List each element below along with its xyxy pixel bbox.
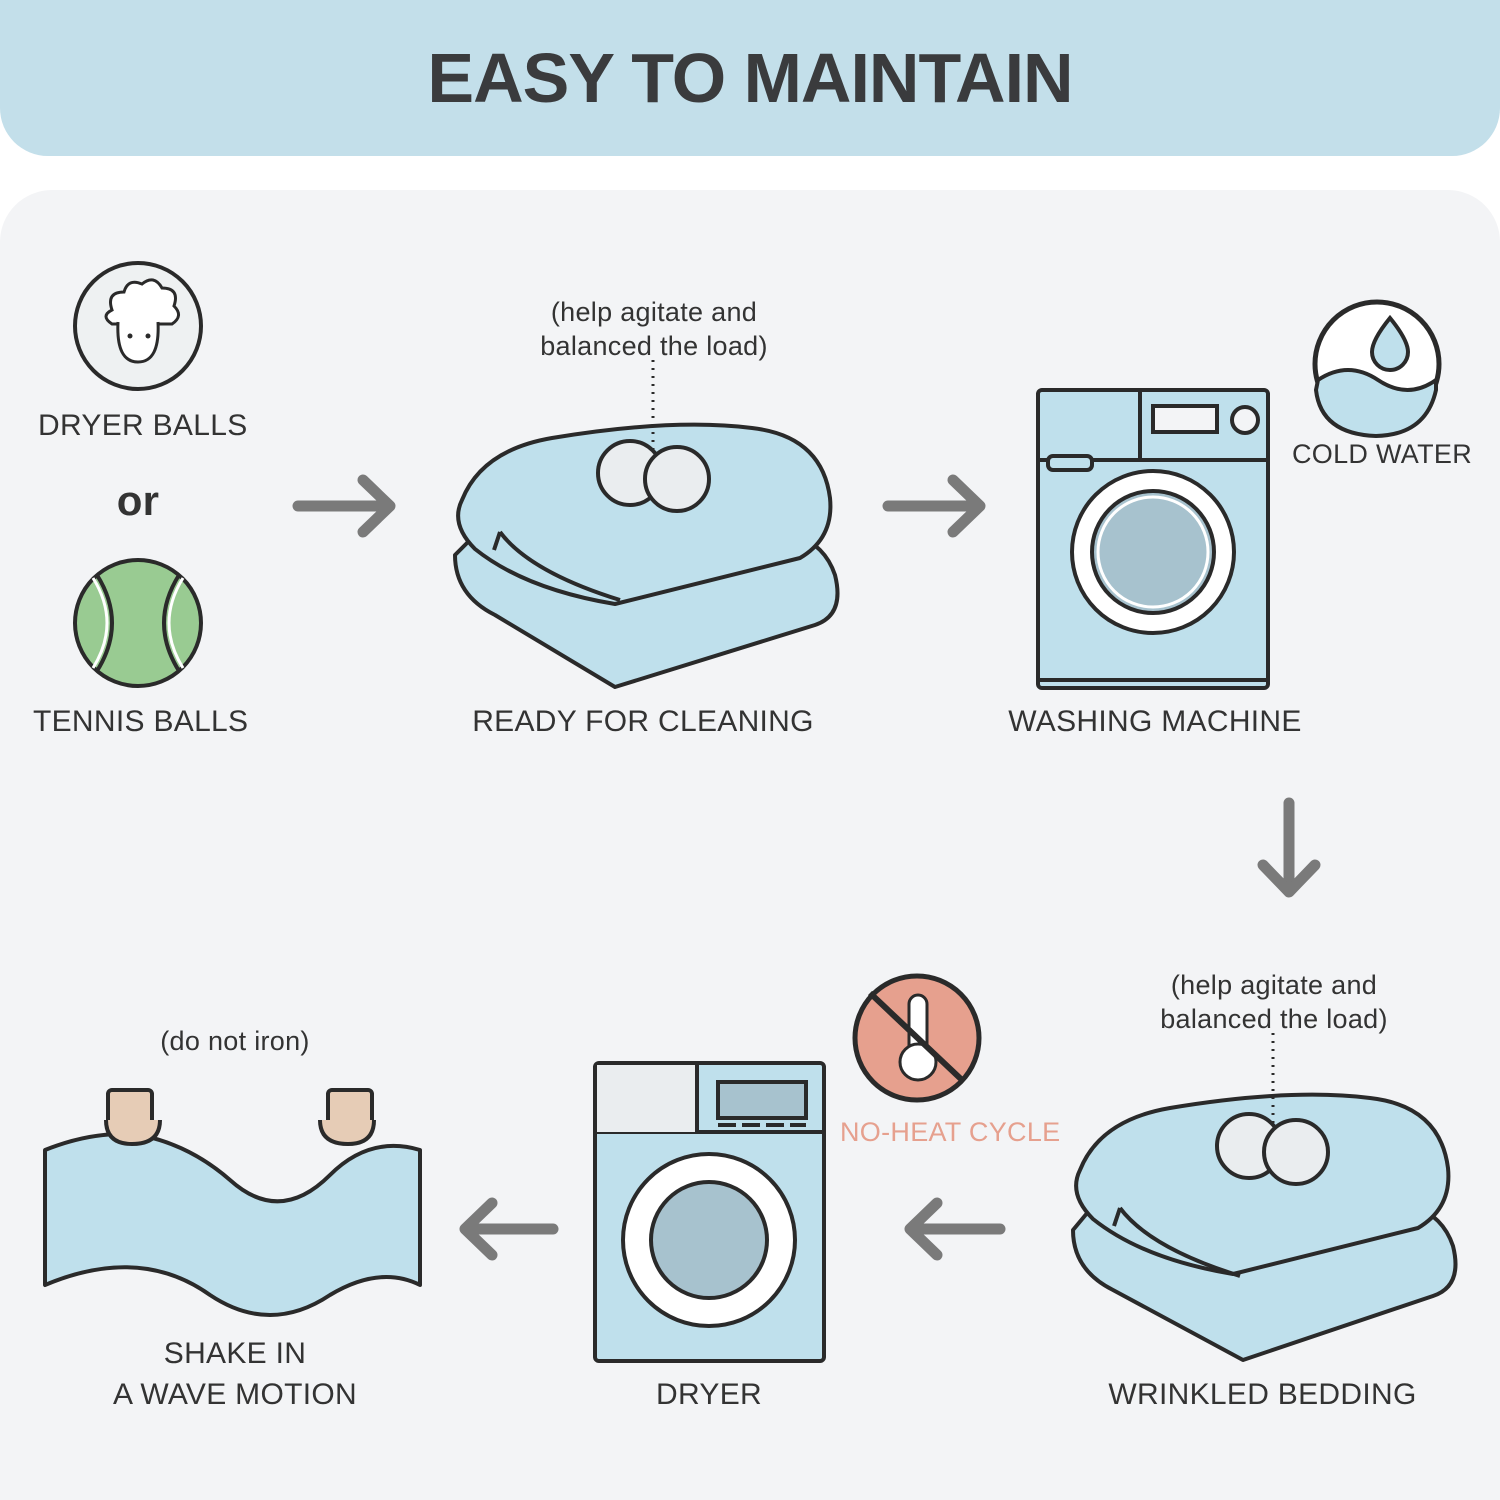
folded-blanket-icon (453, 360, 840, 689)
wrinkled-note-line2: balanced the load) (1160, 1004, 1388, 1034)
tennis-ball-icon (73, 558, 203, 688)
no-heat-cycle-label: NO-HEAT CYCLE (840, 1117, 1061, 1147)
washing-machine-label: WASHING MACHINE (1008, 705, 1302, 738)
arrow-down (1257, 797, 1321, 898)
iron-note-label: (do not iron) (160, 1026, 310, 1056)
ready-for-cleaning-label: READY FOR CLEANING (472, 705, 814, 738)
wrinkled-note-line1: (help agitate and (1170, 970, 1378, 1000)
arrow-right-2 (882, 474, 986, 538)
arrow-left-2 (459, 1197, 559, 1261)
arrow-left-1 (904, 1197, 1006, 1261)
ready-note-line2: balanced the load) (540, 331, 768, 361)
shake-label-line1: SHAKE IN (163, 1337, 307, 1370)
wave-blanket-icon (43, 1088, 422, 1317)
dryer-icon (593, 1061, 826, 1363)
header-banner: EASY TO MAINTAIN (0, 0, 1500, 156)
shake-label-line2: A WAVE MOTION (113, 1378, 357, 1411)
sheep-icon (73, 261, 203, 391)
no-heat-thermometer-icon (852, 973, 982, 1103)
water-drop-icon (1312, 299, 1442, 439)
ready-note-line1: (help agitate and (550, 297, 758, 327)
arrow-right-1 (292, 474, 396, 538)
wrinkled-bedding-label: WRINKLED BEDDING (1108, 1378, 1417, 1411)
tennis-balls-label: TENNIS BALLS (33, 705, 249, 738)
wrinkled-bedding-icon (1071, 1033, 1458, 1362)
cold-water-label: COLD WATER (1292, 439, 1473, 469)
washing-machine-icon (1036, 388, 1270, 690)
or-label: or (116, 477, 160, 524)
dryer-balls-label: DRYER BALLS (38, 409, 248, 442)
page-title: EASY TO MAINTAIN (427, 39, 1073, 117)
dryer-label: DRYER (656, 1378, 762, 1411)
